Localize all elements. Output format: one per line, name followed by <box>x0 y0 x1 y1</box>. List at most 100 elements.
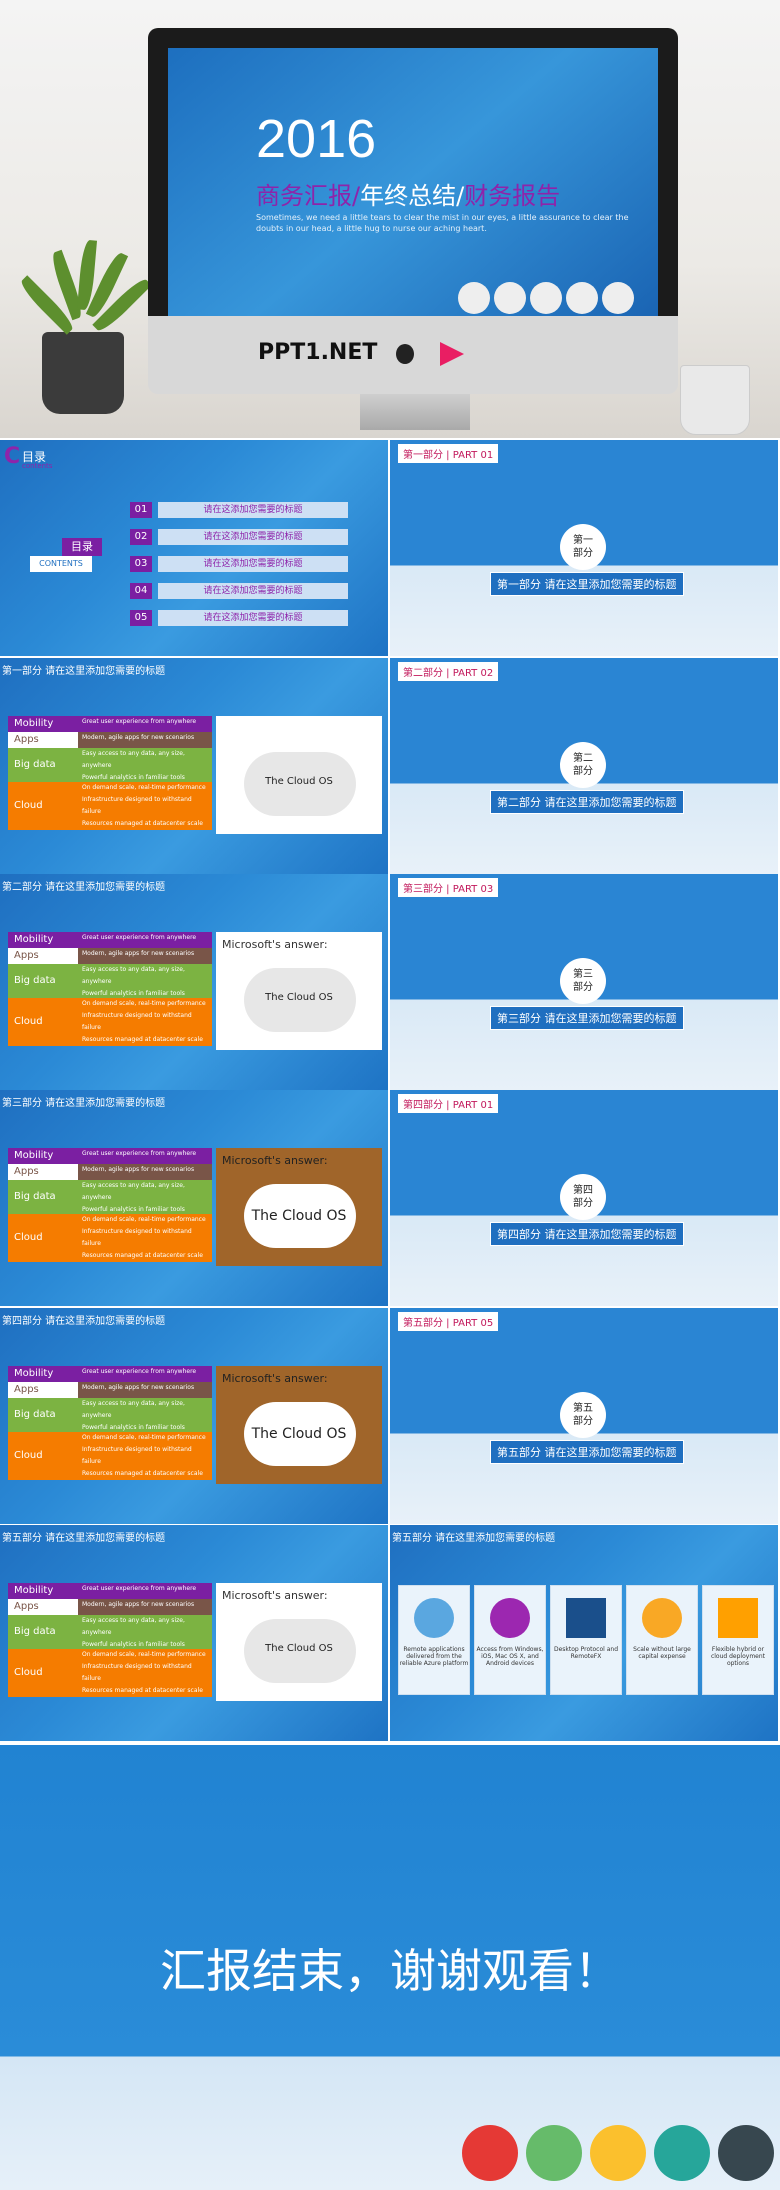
feature-card: Scale without large capital expense <box>626 1585 698 1695</box>
hero-photo: 2016 商务汇报/年终总结/财务报告 Sometimes, we need a… <box>0 0 780 438</box>
row-text: Great user experience from anywhere <box>78 716 212 732</box>
row-text: Infrastructure designed to withstand fai… <box>82 1446 192 1465</box>
feature-text: Flexible hybrid or cloud deployment opti… <box>710 1646 766 1667</box>
nozzle-icon <box>526 2125 582 2181</box>
row-text: Modern, agile apps for new scenarios <box>78 948 212 964</box>
row-text: Modern, agile apps for new scenarios <box>78 1164 212 1180</box>
row-text: On demand scale, real-time performance <box>82 1434 206 1441</box>
part-tag: 第一部分 | PART 01 <box>398 444 499 463</box>
part-circle: 第五部分 <box>560 1392 606 1438</box>
car-icon <box>530 282 562 314</box>
part-slide: 第一部分 | PART 01 第一部分 第一部分 请在这里添加您需要的标题 <box>390 440 778 656</box>
feature-text: Remote applications delivered from the r… <box>399 1646 469 1667</box>
apps-label: Apps <box>8 948 78 964</box>
toc-num: 05 <box>130 610 152 626</box>
toc-num: 01 <box>130 502 152 518</box>
monitor-screen: 2016 商务汇报/年终总结/财务报告 Sometimes, we need a… <box>168 48 658 316</box>
toc-en: contents <box>22 462 53 470</box>
row-text: Great user experience from anywhere <box>78 1583 212 1599</box>
part-slide: 第二部分 | PART 02 第二部分 第二部分 请在这里添加您需要的标题 <box>390 658 778 874</box>
part-title-bar[interactable]: 第二部分 请在这里添加您需要的标题 <box>490 790 684 814</box>
row-text: Infrastructure designed to withstand fai… <box>82 1228 192 1247</box>
toc-item[interactable]: 01 请在这添加您需要的标题 <box>130 502 348 518</box>
feature-text: Desktop Protocol and RemoteFX <box>553 1646 619 1660</box>
fuel-icon <box>458 282 490 314</box>
slide-header: 第三部分 请在这里添加您需要的标题 <box>2 1098 166 1109</box>
cloud-title: The Cloud OS <box>251 1208 347 1224</box>
nozzle-icon <box>494 282 526 314</box>
play-logo-icon <box>440 342 464 366</box>
part-title-bar[interactable]: 第一部分 请在这里添加您需要的标题 <box>490 572 684 596</box>
row-text: Infrastructure designed to withstand fai… <box>82 1012 192 1031</box>
bigdata-label: Big data <box>8 1180 78 1214</box>
mobility-label: Mobility <box>8 932 78 948</box>
toc-title: 目录 <box>22 450 47 464</box>
toc-badge: 目录 <box>62 538 102 556</box>
row-text: Resources managed at datacenter scale <box>82 1036 203 1043</box>
plant-pot <box>42 332 124 414</box>
cloud-label: Cloud <box>8 1649 78 1697</box>
part-circle: 第二部分 <box>560 742 606 788</box>
apps-label: Apps <box>8 1382 78 1398</box>
ending-text: 汇报结束，谢谢观看！ <box>160 1944 620 1998</box>
toc-item[interactable]: 04 请在这添加您需要的标题 <box>130 583 348 599</box>
toc-c: C <box>4 444 21 469</box>
toc-text: 请在这添加您需要的标题 <box>158 583 348 599</box>
row-text: Easy access to any data, any size, anywh… <box>82 966 185 985</box>
car-front-icon <box>566 282 598 314</box>
row-text: Infrastructure designed to withstand fai… <box>82 1663 192 1682</box>
row-text: On demand scale, real-time performance <box>82 1216 206 1223</box>
toc-num: 03 <box>130 556 152 572</box>
cloud-icon <box>244 752 356 816</box>
cloud-label: Cloud <box>8 1432 78 1480</box>
hero-title-1: 商务汇报/ <box>256 182 361 210</box>
ending-slide: 汇报结束，谢谢观看！ <box>0 1745 780 2190</box>
mobility-label: Mobility <box>8 1366 78 1382</box>
feature-card: Access from Windows, iOS, Mac OS X, and … <box>474 1585 546 1695</box>
part-title-bar[interactable]: 第四部分 请在这里添加您需要的标题 <box>490 1222 684 1246</box>
toc-text: 请在这添加您需要的标题 <box>158 502 348 518</box>
row-text: Great user experience from anywhere <box>78 1148 212 1164</box>
cloud-panel: Microsoft's answer: The Cloud OS <box>216 1583 382 1701</box>
row-text: Powerful analytics in familiar tools <box>82 774 185 781</box>
hero-title-2: 年终总结/ <box>360 182 465 210</box>
apps-label: Apps <box>8 1599 78 1615</box>
part-title-bar[interactable]: 第五部分 请在这里添加您需要的标题 <box>490 1440 684 1464</box>
part-tag: 第二部分 | PART 02 <box>398 662 499 681</box>
cloud-title: The Cloud OS <box>265 1643 333 1654</box>
feature-card: Flexible hybrid or cloud deployment opti… <box>702 1585 774 1695</box>
row-text: Easy access to any data, any size, anywh… <box>82 1182 185 1201</box>
ending-icons <box>462 2125 774 2181</box>
row-text: Modern, agile apps for new scenarios <box>78 1599 212 1615</box>
mobility-label: Mobility <box>8 1148 78 1164</box>
chart-icon <box>718 1598 758 1638</box>
hero-year: 2016 <box>256 109 377 169</box>
cloud-icon <box>244 1402 356 1466</box>
toc-text: 请在这添加您需要的标题 <box>158 610 348 626</box>
part-title-bar[interactable]: 第三部分 请在这里添加您需要的标题 <box>490 1006 684 1030</box>
part-tag: 第五部分 | PART 05 <box>398 1312 499 1331</box>
slide-header: 第二部分 请在这里添加您需要的标题 <box>2 882 166 893</box>
part-tag: 第四部分 | PART 01 <box>398 1094 499 1113</box>
toc-num: 04 <box>130 583 152 599</box>
feature-card: Desktop Protocol and RemoteFX <box>550 1585 622 1695</box>
slide-header: 第一部分 请在这里添加您需要的标题 <box>2 666 166 677</box>
part-circle: 第一部分 <box>560 524 606 570</box>
row-text: Powerful analytics in familiar tools <box>82 1206 185 1213</box>
hero-icons <box>458 282 634 314</box>
toc-item[interactable]: 05 请在这添加您需要的标题 <box>130 610 348 626</box>
part-circle: 第三部分 <box>560 958 606 1004</box>
cloud-title: The Cloud OS <box>265 776 333 787</box>
row-text: Powerful analytics in familiar tools <box>82 1641 185 1648</box>
cloud-icon <box>244 968 356 1032</box>
row-text: Resources managed at datacenter scale <box>82 1470 203 1477</box>
row-text: On demand scale, real-time performance <box>82 1000 206 1007</box>
apps-label: Apps <box>8 732 78 748</box>
